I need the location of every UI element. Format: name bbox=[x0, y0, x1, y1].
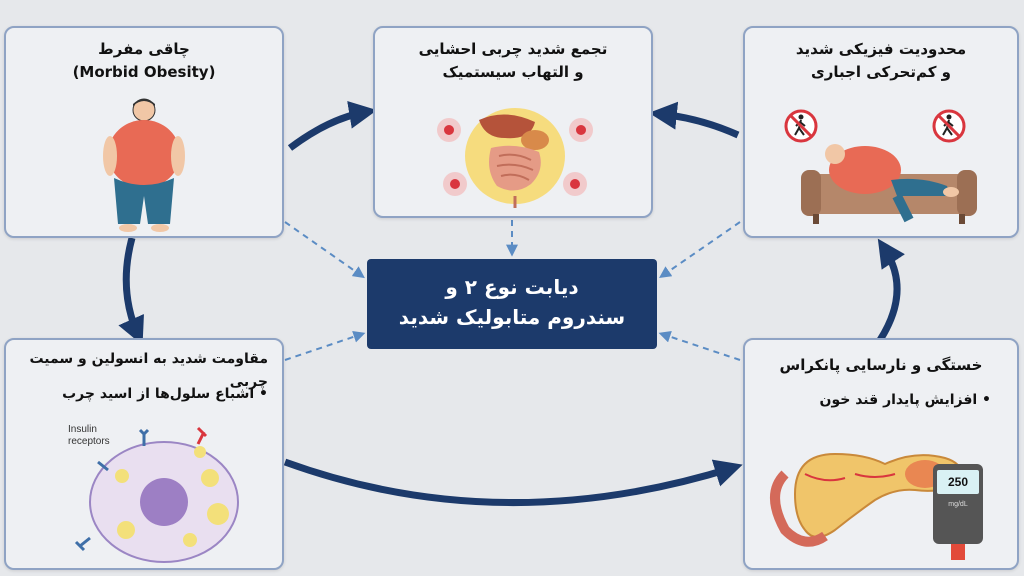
card-pancreas-failure: خستگی و نارسایی پانکراس • افزایش پایدار … bbox=[743, 338, 1019, 570]
card-morbid-obesity: چاقی مفرط (Morbid Obesity) bbox=[4, 26, 284, 238]
physical-title: محدودیت فیزیکی شدید و کم‌تحرکی اجباری bbox=[745, 38, 1017, 84]
arrow-obesity-to-visceral bbox=[287, 100, 378, 151]
obese-person-illustration bbox=[103, 98, 185, 232]
card-physical-limitation: محدودیت فیزیکی شدید و کم‌تحرکی اجباری bbox=[743, 26, 1019, 238]
center-title-line2: سندروم متابولیک شدید bbox=[398, 305, 626, 329]
dashed-arrow-bottom-left bbox=[284, 331, 366, 361]
no-walking-icon-left bbox=[784, 109, 818, 143]
insulin-title: مقاومت شدید به انسولین و سمیت چربی bbox=[8, 348, 268, 394]
obesity-title: چاقی مفرط (Morbid Obesity) bbox=[6, 38, 282, 84]
glucometer-reading: 250 bbox=[948, 475, 968, 489]
no-walking-icon-right bbox=[932, 109, 966, 143]
inflamed-organs-illustration bbox=[437, 108, 593, 208]
person-on-sofa-illustration bbox=[801, 144, 977, 224]
center-diagnosis-box: دیابت نوع ۲ و سندروم متابولیک شدید bbox=[367, 259, 657, 349]
receptors-label: receptors bbox=[68, 436, 110, 447]
dashed-arrow-bottom-right bbox=[658, 330, 741, 361]
center-title-line1: دیابت نوع ۲ و bbox=[445, 275, 579, 299]
dashed-arrow-top-right bbox=[659, 221, 741, 279]
pancreas-title: خستگی و نارسایی پانکراس bbox=[745, 354, 1017, 377]
dashed-arrow-top-left bbox=[284, 221, 365, 279]
pancreas-bullet: • افزایش پایدار قند خون bbox=[819, 392, 991, 408]
arrow-physical-to-visceral bbox=[648, 101, 740, 139]
glucometer-unit: mg/dL bbox=[948, 501, 968, 508]
insulin-label: Insulin bbox=[68, 424, 97, 435]
pancreas-title-text: خستگی و نارسایی پانکراس bbox=[779, 356, 983, 374]
arrow-insulin-to-pancreas bbox=[283, 458, 743, 506]
card-visceral-fat: تجمع شدید چربی احشایی و التهاب سیستمیک bbox=[373, 26, 653, 218]
fat-cell-illustration: Insulin receptors bbox=[68, 424, 239, 563]
arrow-pancreas-to-physical bbox=[877, 238, 905, 342]
physical-title-line1: محدودیت فیزیکی شدید bbox=[795, 40, 967, 58]
insulin-bullet: • اشباع سلول‌ها از اسید چرب bbox=[62, 386, 268, 402]
card-insulin-resistance: مقاومت شدید به انسولین و سمیت چربی • اشب… bbox=[4, 338, 284, 570]
physical-title-line2: و کم‌تحرکی اجباری bbox=[810, 63, 952, 81]
insulin-title-text: مقاومت شدید به انسولین و سمیت چربی bbox=[29, 351, 268, 390]
visceral-title-line1: تجمع شدید چربی احشایی bbox=[418, 40, 608, 58]
visceral-title: تجمع شدید چربی احشایی و التهاب سیستمیک bbox=[375, 38, 651, 84]
arrow-obesity-to-insulin bbox=[118, 237, 144, 346]
visceral-title-line2: و التهاب سیستمیک bbox=[442, 63, 584, 81]
obesity-title-fa: چاقی مفرط bbox=[98, 40, 190, 58]
obesity-title-en: (Morbid Obesity) bbox=[72, 63, 216, 81]
pancreas-and-glucometer-illustration: 250 mg/dL bbox=[770, 452, 983, 560]
